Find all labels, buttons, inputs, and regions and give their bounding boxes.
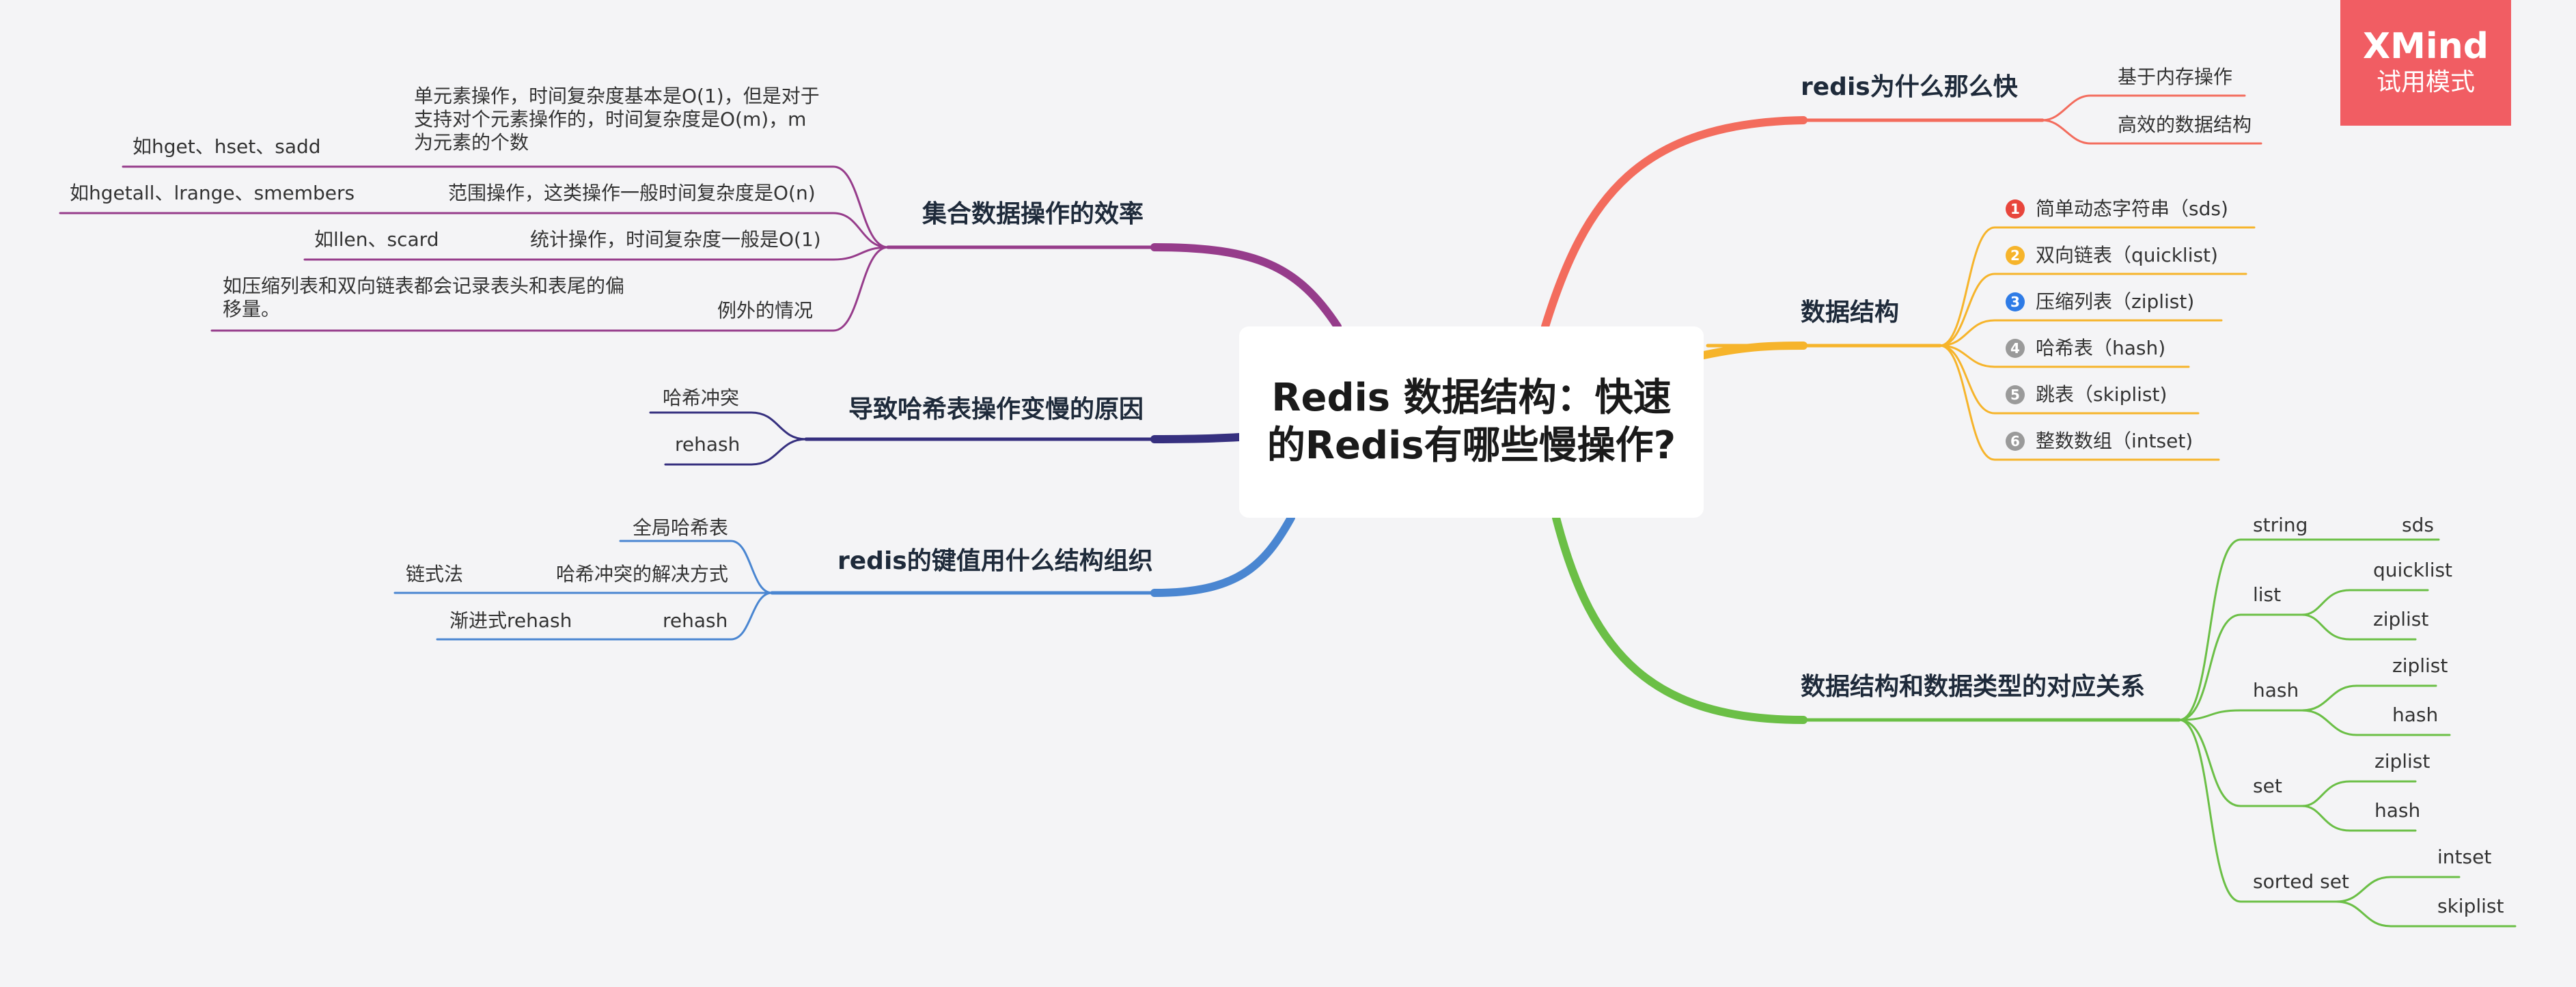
connector-type-sorted-set bbox=[2178, 719, 2338, 903]
central-topic[interactable]: Redis 数据结构：快速的Redis有哪些慢操作? bbox=[1239, 326, 1704, 518]
marker-2-icon: 2 bbox=[2006, 246, 2025, 265]
connector-type-hash bbox=[2178, 709, 2303, 721]
type-sorted-set[interactable]: sorted set bbox=[2253, 870, 2349, 893]
xmind-trial-badge: XMind 试用模式 bbox=[2340, 0, 2511, 126]
subtopic-why-fast-1[interactable]: 基于内存操作 bbox=[2118, 66, 2233, 88]
co-example-range[interactable]: 如hgetall、lrange、smembers bbox=[70, 182, 355, 204]
connector-ds-3 bbox=[1939, 319, 2223, 347]
impl-list-ziplist[interactable]: ziplist bbox=[2373, 608, 2429, 630]
connector-impl-sset-intset bbox=[2335, 876, 2461, 903]
connector-ds-6 bbox=[1939, 344, 2220, 461]
connector-impl-list-ziplist bbox=[2301, 613, 2417, 641]
marker-3-icon: 3 bbox=[2006, 292, 2025, 311]
impl-sset-skiplist[interactable]: skiplist bbox=[2437, 895, 2504, 917]
connector-hs-1 bbox=[649, 411, 807, 441]
central-topic-text: Redis 数据结构：快速的Redis有哪些慢操作? bbox=[1266, 376, 1676, 468]
connector-impl-hash-ziplist bbox=[2301, 684, 2437, 712]
type-list[interactable]: list bbox=[2253, 583, 2282, 606]
type-hash[interactable]: hash bbox=[2253, 679, 2299, 701]
connector-ds-2 bbox=[1939, 273, 2247, 347]
connector-type-list bbox=[2178, 613, 2303, 721]
topic-kv-structure[interactable]: redis的键值用什么结构组织 bbox=[837, 547, 1153, 575]
marker-4-icon: 4 bbox=[2006, 339, 2025, 358]
connector-main-hash-slow bbox=[1150, 433, 1243, 443]
ds-item-text: 跳表（skiplist) bbox=[2036, 383, 2168, 406]
ds-item-sds[interactable]: 1 简单动态字符串（sds) bbox=[2006, 197, 2228, 221]
co-item-range[interactable]: 范围操作，这类操作一般时间复杂度是O(n) bbox=[448, 182, 816, 204]
impl-set-ziplist[interactable]: ziplist bbox=[2374, 750, 2430, 773]
connector-main-kv-structure bbox=[1150, 514, 1295, 597]
co-item-single[interactable]: 单元素操作，时间复杂度基本是O(1)，但是对于支持对个元素操作的，时间复杂度是O… bbox=[414, 85, 820, 154]
kv-example-progressive-rehash[interactable]: 渐进式rehash bbox=[449, 609, 572, 632]
connector-why-fast-2 bbox=[2041, 119, 2262, 145]
ds-item-intset[interactable]: 6 整数数组（intset) bbox=[2006, 430, 2193, 453]
xmind-brand-label: XMind bbox=[2363, 26, 2489, 67]
hs-item-rehash[interactable]: rehash bbox=[675, 433, 740, 456]
ds-item-text: 压缩列表（ziplist) bbox=[2036, 290, 2195, 313]
ds-item-text: 哈希表（hash) bbox=[2036, 337, 2166, 359]
marker-5-icon: 5 bbox=[2006, 385, 2025, 404]
connector-ds-4 bbox=[1939, 344, 2190, 368]
connector-kv-1 bbox=[619, 540, 773, 594]
co-example-exception[interactable]: 如压缩列表和双向链表都会记录表头和表尾的偏移量。 bbox=[223, 275, 625, 320]
topic-data-structures[interactable]: 数据结构 bbox=[1801, 298, 1900, 326]
ds-item-ziplist[interactable]: 3 压缩列表（ziplist) bbox=[2006, 290, 2194, 314]
topic-hash-slow[interactable]: 导致哈希表操作变慢的原因 bbox=[848, 395, 1144, 423]
connector-impl-list-quicklist bbox=[2301, 589, 2429, 616]
connector-co-2 bbox=[445, 212, 889, 249]
kv-item-collision-resolution[interactable]: 哈希冲突的解决方式 bbox=[556, 563, 729, 585]
connector-co-3 bbox=[518, 246, 889, 261]
trial-mode-label: 试用模式 bbox=[2376, 68, 2475, 96]
kv-item-global-hash[interactable]: 全局哈希表 bbox=[633, 516, 729, 539]
impl-list-quicklist[interactable]: quicklist bbox=[2373, 559, 2453, 581]
connector-type-string bbox=[2178, 538, 2324, 721]
connector-main-collection-ops bbox=[1150, 243, 1342, 331]
connector-kv-3 bbox=[579, 592, 773, 641]
ds-item-text: 简单动态字符串（sds) bbox=[2036, 197, 2228, 220]
ds-item-skiplist[interactable]: 5 跳表（skiplist) bbox=[2006, 383, 2167, 406]
topic-type-mapping[interactable]: 数据结构和数据类型的对应关系 bbox=[1801, 673, 2146, 701]
impl-string-sds[interactable]: sds bbox=[2402, 514, 2434, 536]
connector-co-4 bbox=[634, 246, 889, 332]
impl-hash-hash[interactable]: hash bbox=[2392, 704, 2439, 726]
ds-item-hash[interactable]: 4 哈希表（hash) bbox=[2006, 337, 2165, 360]
co-example-single[interactable]: 如hget、hset、sadd bbox=[133, 135, 321, 158]
kv-item-rehash[interactable]: rehash bbox=[663, 609, 728, 632]
kv-example-chaining[interactable]: 链式法 bbox=[406, 563, 464, 585]
hs-item-collision[interactable]: 哈希冲突 bbox=[663, 387, 740, 409]
impl-sset-intset[interactable]: intset bbox=[2437, 846, 2492, 868]
impl-hash-ziplist[interactable]: ziplist bbox=[2392, 654, 2448, 677]
connector-impl-set-ziplist bbox=[2301, 780, 2417, 807]
connector-hs-2 bbox=[664, 438, 807, 466]
subtopic-why-fast-2[interactable]: 高效的数据结构 bbox=[2118, 113, 2252, 136]
marker-6-icon: 6 bbox=[2006, 432, 2025, 451]
marker-1-icon: 1 bbox=[2006, 199, 2025, 219]
connector-ds-1 bbox=[1939, 226, 2256, 347]
ds-item-text: 双向链表（quicklist) bbox=[2036, 244, 2218, 266]
type-set[interactable]: set bbox=[2253, 775, 2282, 797]
connector-main-type-mapping bbox=[1552, 514, 1808, 724]
connector-why-fast-1 bbox=[2041, 94, 2246, 122]
connector-ds-5 bbox=[1939, 344, 2200, 415]
connector-type-set bbox=[2178, 719, 2303, 807]
connector-impl-sset-skiplist bbox=[2335, 900, 2517, 928]
connector-impl-hash-hash bbox=[2301, 709, 2451, 736]
topic-why-fast[interactable]: redis为什么那么快 bbox=[1801, 73, 2018, 101]
co-item-count[interactable]: 统计操作，时间复杂度一般是O(1) bbox=[530, 228, 821, 251]
co-item-exception[interactable]: 例外的情况 bbox=[717, 299, 814, 322]
co-example-count[interactable]: 如llen、scard bbox=[314, 228, 439, 251]
connector-impl-set-hash bbox=[2301, 805, 2417, 832]
impl-set-hash[interactable]: hash bbox=[2374, 799, 2421, 822]
topic-collection-ops[interactable]: 集合数据操作的效率 bbox=[922, 200, 1144, 228]
connector-main-why-fast bbox=[1541, 116, 1808, 331]
ds-item-quicklist[interactable]: 2 双向链表（quicklist) bbox=[2006, 244, 2218, 267]
ds-item-text: 整数数组（intset) bbox=[2036, 430, 2193, 452]
type-string[interactable]: string bbox=[2253, 514, 2308, 536]
connector-co-1 bbox=[408, 165, 889, 249]
